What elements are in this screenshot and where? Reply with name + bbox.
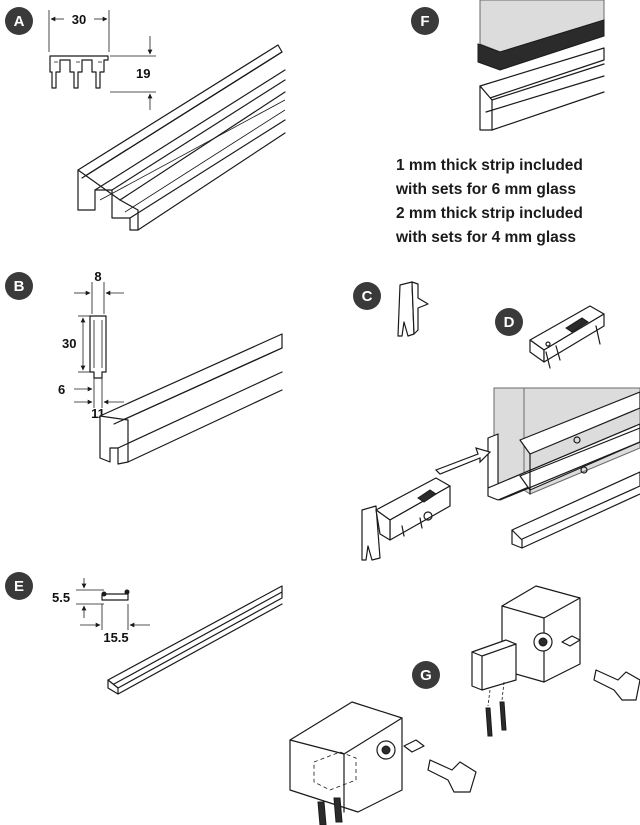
track-b — [99, 333, 283, 465]
badge-g: G — [412, 661, 440, 689]
svg-text:E: E — [14, 578, 24, 595]
profile-b-section: 8 30 6 11 — [58, 269, 124, 421]
dim-b-top: 8 — [94, 269, 101, 284]
dim-a-height: 19 — [136, 66, 150, 81]
lock-upper — [471, 585, 640, 737]
svg-text:D: D — [504, 314, 515, 331]
note-line-1: 1 mm thick strip included — [396, 157, 583, 174]
badge-d: D — [495, 308, 523, 336]
lock-lower — [289, 701, 477, 825]
note-line-3: 2 mm thick strip included — [396, 205, 583, 222]
note-line-4: with sets for 4 mm glass — [396, 229, 577, 246]
dim-e-width: 15.5 — [103, 630, 128, 645]
profile-a-section: 30 19 — [48, 10, 156, 110]
badge-f: F — [411, 7, 439, 35]
track-a — [77, 44, 286, 231]
badge-a: A — [5, 7, 33, 35]
dim-a-width: 30 — [72, 12, 86, 27]
stopper-d — [529, 305, 605, 369]
glass-strip-assembly — [477, 0, 605, 131]
end-cap-stopper-assembly — [361, 477, 451, 561]
track-e — [107, 585, 283, 695]
dim-b-slot: 6 — [58, 382, 65, 397]
badge-e: E — [5, 572, 33, 600]
badge-c: C — [353, 282, 381, 310]
svg-text:C: C — [362, 288, 373, 305]
note-line-2: with sets for 6 mm glass — [396, 181, 577, 198]
dim-e-height: 5.5 — [52, 590, 70, 605]
bottom-guide-rail — [511, 471, 640, 549]
svg-text:A: A — [14, 13, 25, 30]
dim-b-height: 30 — [62, 336, 76, 351]
svg-text:B: B — [14, 278, 25, 295]
strip-note: 1 mm thick strip included with sets for … — [396, 154, 636, 250]
svg-text:F: F — [420, 13, 429, 30]
end-cap-c — [397, 281, 429, 337]
svg-text:G: G — [420, 667, 432, 684]
badge-b: B — [5, 272, 33, 300]
glass-guide-assembly — [487, 387, 640, 501]
profile-e-section: 5.5 15.5 — [52, 578, 150, 645]
insert-arrow — [434, 447, 492, 475]
